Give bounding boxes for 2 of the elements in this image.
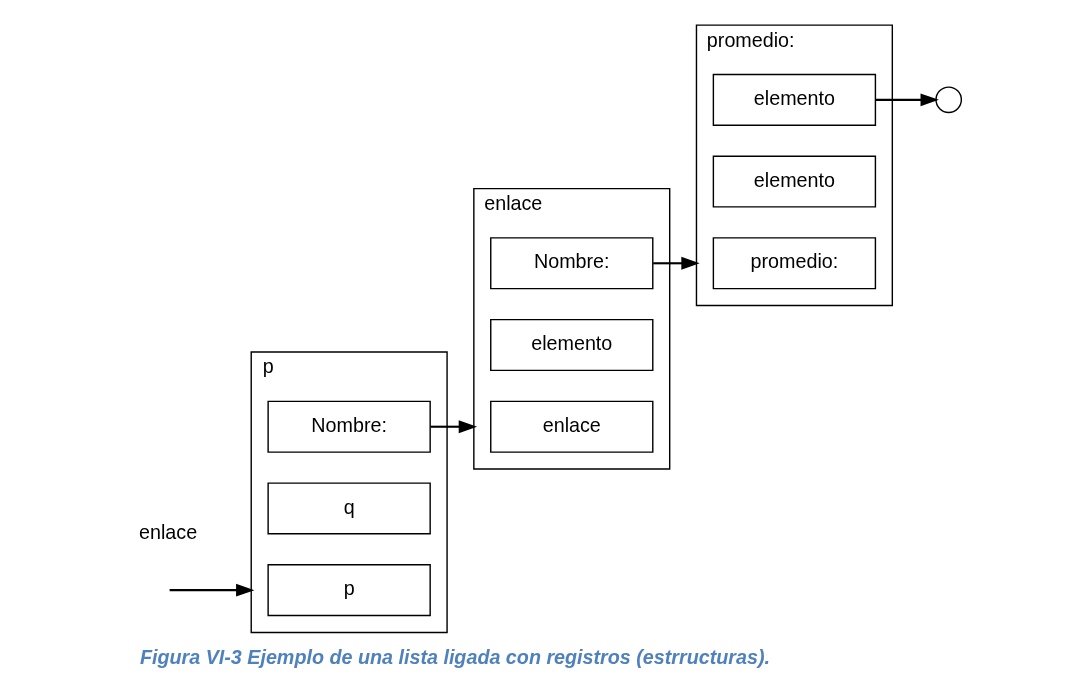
label: enlace <box>139 521 198 544</box>
caption: Figura VI-3 Ejemplo de una lista ligada con registros (estrructuras). <box>139 645 770 668</box>
